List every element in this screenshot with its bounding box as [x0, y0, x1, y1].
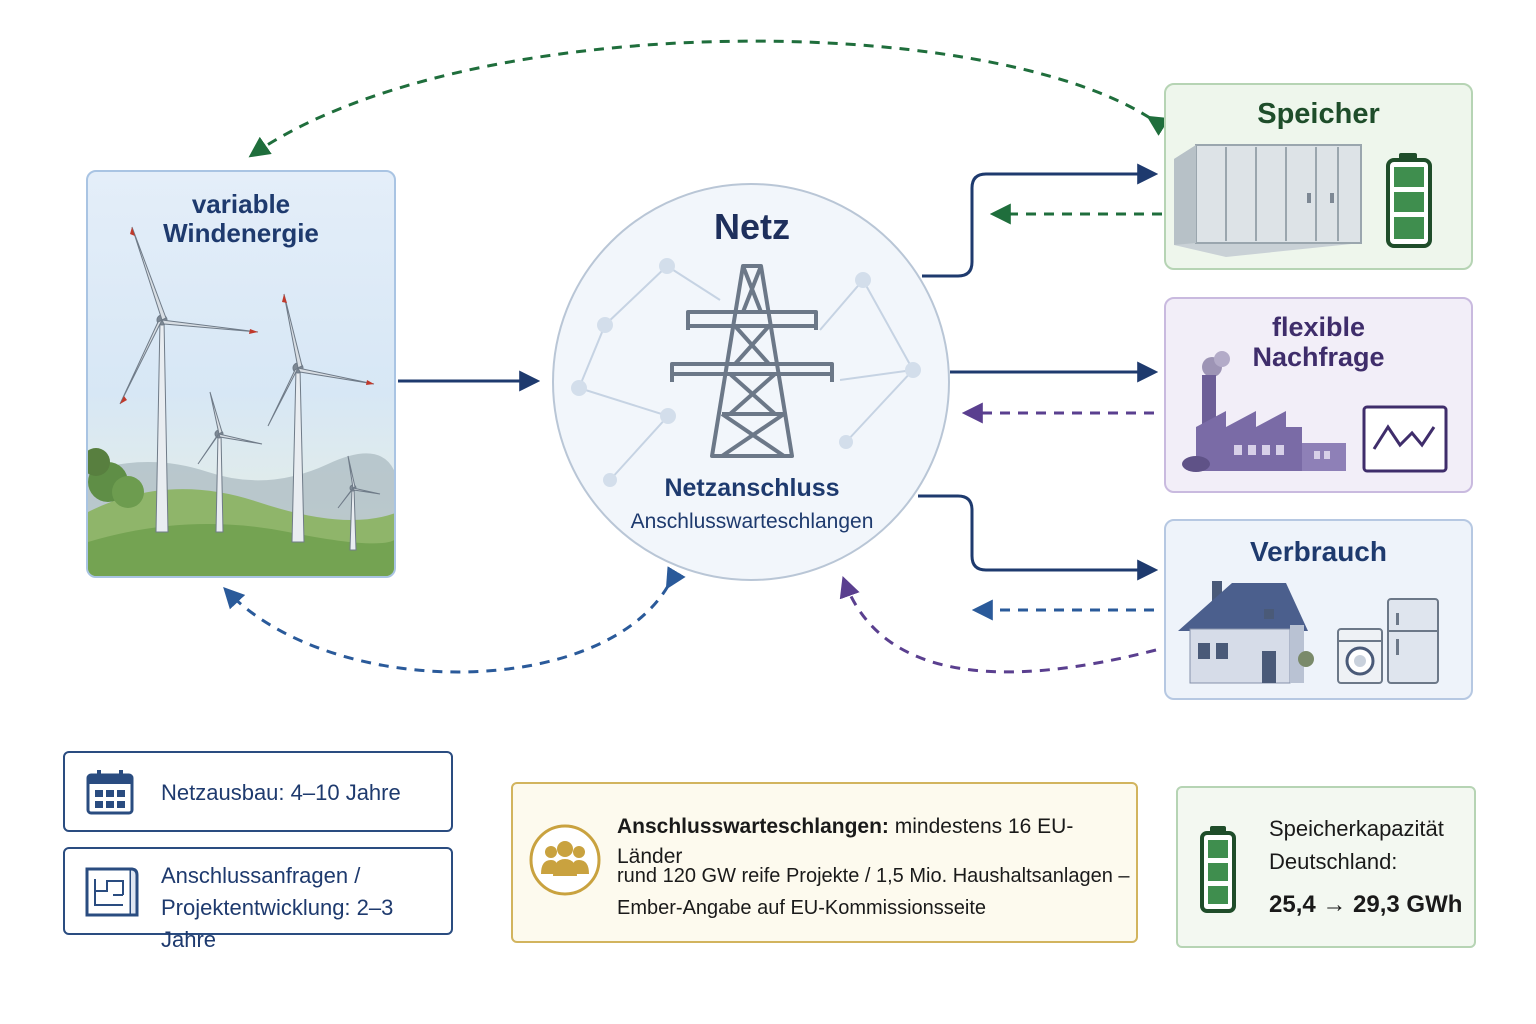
storage-capacity-line1: Speicherkapazität — [1269, 816, 1444, 841]
flex-title-line1: flexible — [1271, 312, 1366, 342]
storage-illustration — [1174, 144, 1432, 257]
storage-to-wind-dashed-arc — [248, 39, 1170, 158]
queues-headline-bold: Anschlusswarteschlangen: — [617, 815, 889, 838]
connection-requests-line1: Anschlussanfragen / — [161, 863, 361, 888]
consumption-illustration — [1178, 581, 1439, 684]
blueprint-icon — [85, 867, 139, 917]
storage-capacity-box: Speicherkapazität Deutschland: 25,4 → 29… — [1176, 786, 1476, 948]
wind-energy-card: variable Windenergie — [86, 170, 396, 578]
queues-box: Anschlusswarteschlangen: mindestens 16 E… — [511, 782, 1138, 943]
queues-headline-rest: mindestens 16 EU-Länder — [617, 815, 1074, 869]
flex-title: flexible Nachfrage — [1166, 312, 1471, 372]
grid-to-consumption-arrow — [918, 494, 1159, 581]
washing-machine-icon — [1337, 628, 1383, 684]
grid-caption: Anschlusswarteschlangen — [630, 510, 874, 533]
grid-subtitle: Netzanschluss — [664, 474, 840, 502]
grid-expansion-text: Netzausbau: 4–10 Jahre — [161, 780, 401, 805]
flex-title-line2: Nachfrage — [1252, 341, 1385, 372]
queues-details: rund 120 GW reife Projekte / 1,5 Mio. Ha… — [617, 860, 1130, 924]
consumption-to-grid-dashed-arc — [839, 576, 1157, 674]
consumption-title: Verbrauch — [1250, 536, 1387, 567]
battery-icon — [1200, 826, 1236, 913]
grid-to-storage-arrow — [922, 163, 1159, 278]
connection-requests-line2: Projektentwicklung: 2–3 Jahre — [161, 894, 394, 952]
people-group-icon — [529, 824, 601, 896]
grid-expansion-box: Netzausbau: 4–10 Jahre — [63, 751, 453, 832]
queues-line2: rund 120 GW reife Projekte / 1,5 Mio. Ha… — [617, 865, 1130, 887]
fridge-icon — [1387, 598, 1439, 684]
grid-title: Netz — [713, 206, 790, 247]
storage-capacity-value: 25,4 → 29,3 GWh — [1269, 891, 1463, 918]
storage-capacity-line2: Deutschland: — [1269, 849, 1398, 874]
consumption-card: Verbrauch — [1164, 519, 1473, 700]
wind-title: variable Windenergie — [88, 190, 394, 247]
grid-to-wind-dashed-arc — [223, 566, 686, 674]
factory-icon — [1182, 351, 1346, 472]
load-curve-monitor-icon — [1362, 405, 1448, 473]
queues-headline: Anschlusswarteschlangen: mindestens 16 E… — [617, 812, 1136, 873]
queues-line3: Ember-Angabe auf EU-Kommissionsseite — [617, 897, 987, 919]
wind-title-line1: variable — [191, 189, 291, 219]
storage-capacity-label: Speicherkapazität Deutschland: — [1269, 812, 1444, 878]
house-icon — [1178, 581, 1314, 684]
flex-illustration — [1182, 351, 1448, 473]
storage-card: Speicher — [1164, 83, 1473, 270]
wind-title-line2: Windenergie — [163, 217, 319, 248]
flexible-demand-card: flexible Nachfrage — [1164, 297, 1473, 493]
connection-requests-text: Anschlussanfragen / Projektentwicklung: … — [161, 860, 451, 956]
wind-turbines-icon — [119, 226, 381, 551]
calendar-icon — [86, 770, 134, 815]
storage-title: Speicher — [1257, 98, 1380, 130]
connection-requests-box: Anschlussanfragen / Projektentwicklung: … — [63, 847, 453, 952]
battery-container-icon — [1174, 144, 1362, 257]
battery-icon — [1386, 153, 1432, 248]
